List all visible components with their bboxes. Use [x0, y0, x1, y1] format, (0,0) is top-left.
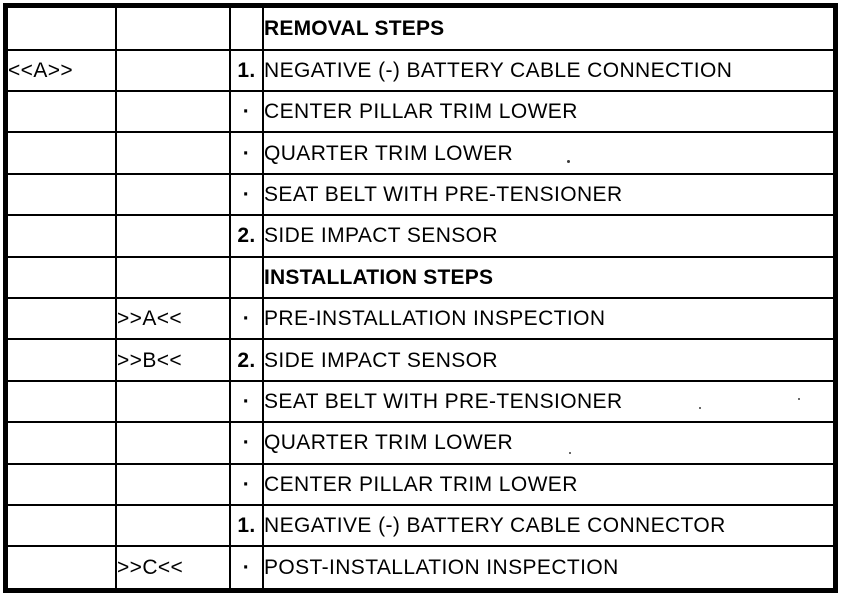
- step-description-cell: SEAT BELT WITH PRE-TENSIONER: [262, 172, 837, 217]
- step-number-cell: [229, 4, 264, 51]
- removal-marker-cell: [4, 214, 117, 258]
- step-number-cell: ·: [229, 462, 264, 506]
- installation-marker-cell: [115, 255, 231, 299]
- removal-marker-cell: [4, 421, 117, 465]
- step-number-cell: ·: [229, 545, 264, 592]
- installation-marker-cell: [115, 379, 231, 424]
- table-row: ·SEAT BELT WITH PRE-TENSIONER: [4, 172, 837, 217]
- procedure-steps-table: REMOVAL STEPS<<A>>1.NEGATIVE (-) BATTERY…: [3, 3, 838, 593]
- table-row: 2.SIDE IMPACT SENSOR: [4, 214, 837, 258]
- removal-marker-cell: [4, 255, 117, 299]
- step-number-cell: 1.: [229, 503, 264, 548]
- step-number-cell: ·: [229, 296, 264, 341]
- removal-marker-cell: [4, 4, 117, 51]
- table-row: ·CENTER PILLAR TRIM LOWER: [4, 462, 837, 506]
- step-number-cell: ·: [229, 131, 264, 175]
- step-description-cell: PRE-INSTALLATION INSPECTION: [262, 296, 837, 341]
- removal-marker-cell: <<A>>: [4, 48, 117, 92]
- installation-marker-cell: [115, 4, 231, 51]
- step-description-cell: SIDE IMPACT SENSOR: [262, 214, 837, 258]
- scan-speck: [567, 160, 570, 163]
- installation-marker-cell: [115, 48, 231, 92]
- table-row: ·SEAT BELT WITH PRE-TENSIONER: [4, 379, 837, 424]
- removal-marker-cell: [4, 338, 117, 382]
- step-description-cell: SEAT BELT WITH PRE-TENSIONER: [262, 379, 837, 424]
- table-row: ·CENTER PILLAR TRIM LOWER: [4, 89, 837, 134]
- step-description-cell: CENTER PILLAR TRIM LOWER: [262, 89, 837, 134]
- step-description-cell: POST-INSTALLATION INSPECTION: [262, 545, 837, 592]
- installation-marker-cell: [115, 462, 231, 506]
- table-row: >>A<<·PRE-INSTALLATION INSPECTION: [4, 296, 837, 341]
- step-description-cell: CENTER PILLAR TRIM LOWER: [262, 462, 837, 506]
- scan-speck: [699, 407, 701, 409]
- step-number-cell: ·: [229, 421, 264, 465]
- table-row: <<A>> 1.NEGATIVE (-) BATTERY CABLE CONNEC…: [4, 48, 837, 92]
- installation-marker-cell: [115, 214, 231, 258]
- step-description-cell: REMOVAL STEPS: [262, 4, 837, 51]
- table-row: ·QUARTER TRIM LOWER: [4, 421, 837, 465]
- installation-marker-cell: [115, 503, 231, 548]
- installation-marker-cell: [115, 131, 231, 175]
- step-number-cell: ·: [229, 379, 264, 424]
- step-number-cell: ·: [229, 89, 264, 134]
- step-description-cell: NEGATIVE (-) BATTERY CABLE CONNECTOR: [262, 503, 837, 548]
- scan-speck: [569, 452, 571, 454]
- step-number-cell: 1.: [229, 48, 264, 92]
- step-description-cell: QUARTER TRIM LOWER: [262, 131, 837, 175]
- removal-marker-cell: [4, 545, 117, 592]
- installation-marker-cell: [115, 421, 231, 465]
- removal-marker-cell: [4, 379, 117, 424]
- procedure-steps-table-body: REMOVAL STEPS<<A>>1.NEGATIVE (-) BATTERY…: [4, 4, 837, 592]
- table-row: 1.NEGATIVE (-) BATTERY CABLE CONNECTOR: [4, 503, 837, 548]
- removal-marker-cell: [4, 462, 117, 506]
- installation-marker-cell: >>B<<: [115, 338, 231, 382]
- removal-marker-cell: [4, 296, 117, 341]
- step-number-cell: ·: [229, 172, 264, 217]
- installation-marker-cell: >>A<<: [115, 296, 231, 341]
- step-number-cell: 2.: [229, 338, 264, 382]
- scan-speck: [798, 398, 800, 400]
- installation-marker-cell: [115, 172, 231, 217]
- installation-marker-cell: [115, 89, 231, 134]
- step-description-cell: INSTALLATION STEPS: [262, 255, 837, 299]
- removal-marker-cell: [4, 172, 117, 217]
- table-row: REMOVAL STEPS: [4, 4, 837, 51]
- step-number-cell: [229, 255, 264, 299]
- table-row: >>C<<·POST-INSTALLATION INSPECTION: [4, 545, 837, 592]
- step-description-cell: QUARTER TRIM LOWER: [262, 421, 837, 465]
- step-number-cell: 2.: [229, 214, 264, 258]
- installation-marker-cell: >>C<<: [115, 545, 231, 592]
- table-row: INSTALLATION STEPS: [4, 255, 837, 299]
- removal-marker-cell: [4, 89, 117, 134]
- removal-marker-cell: [4, 503, 117, 548]
- removal-marker-cell: [4, 131, 117, 175]
- step-description-cell: SIDE IMPACT SENSOR: [262, 338, 837, 382]
- table-row: >>B<<2.SIDE IMPACT SENSOR: [4, 338, 837, 382]
- table-row: ·QUARTER TRIM LOWER: [4, 131, 837, 175]
- step-description-cell: NEGATIVE (-) BATTERY CABLE CONNECTION: [262, 48, 837, 92]
